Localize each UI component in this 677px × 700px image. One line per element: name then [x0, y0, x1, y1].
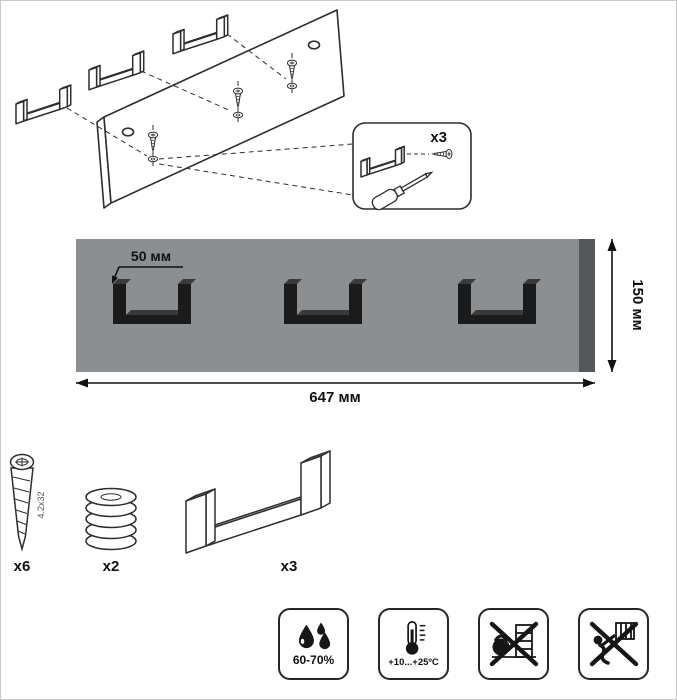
temperature-label: +10...+25ºC — [388, 657, 439, 668]
exploded-assembly-view: x3 — [15, 9, 472, 211]
screw-size-label: 4.2x32 — [36, 491, 46, 518]
washer-stack-icon — [85, 487, 137, 551]
no-heavy-load-box — [478, 608, 549, 680]
dim-height: 150 мм — [607, 239, 646, 372]
washer-icon — [147, 155, 159, 163]
mounting-hook — [172, 14, 229, 55]
washer-count-label: x2 — [103, 558, 120, 575]
hook-count-label: x3 — [281, 558, 298, 575]
screw-part-icon — [9, 453, 35, 552]
water-drops-icon — [298, 621, 330, 649]
washer-icon — [286, 82, 298, 90]
hook-part-icon — [185, 450, 331, 554]
no-heavy-load-icon — [489, 621, 538, 667]
mounting-hook — [15, 84, 72, 125]
dim-width: 647 мм — [76, 378, 595, 406]
parts-list: 4.2x32 x6 x2 x3 — [9, 450, 331, 575]
screw-count-label: x6 — [14, 558, 31, 575]
no-climb-box — [578, 608, 649, 680]
callout-count-label: x3 — [430, 129, 447, 146]
thermometer-icon — [405, 621, 425, 655]
screwdriver-icon — [371, 171, 434, 211]
front-dimension-view: 50 мм 647 мм 150 мм — [76, 239, 646, 406]
temperature-box: +10...+25ºC — [378, 608, 449, 680]
width-label: 647 мм — [309, 389, 360, 406]
dim-hook-depth: 50 мм — [112, 248, 183, 284]
humidity-box: 60-70% — [278, 608, 349, 680]
hook-depth-label: 50 мм — [131, 248, 171, 264]
wall-panel — [96, 9, 345, 209]
washer-icon — [232, 111, 244, 119]
mounting-hook — [88, 50, 145, 91]
panel-edge — [579, 239, 595, 372]
height-label: 150 мм — [629, 279, 646, 330]
hook-front-3 — [458, 279, 541, 324]
no-climb-icon — [589, 621, 638, 667]
hanging-hole — [121, 127, 135, 137]
hanging-hole — [307, 40, 321, 50]
hardware-callout: x3 — [352, 122, 472, 211]
hook-front-1 — [113, 279, 196, 324]
hook-front-2 — [284, 279, 367, 324]
care-icons-row: 60-70% +10...+25ºC — [278, 608, 649, 680]
humidity-label: 60-70% — [292, 652, 335, 667]
panel-face — [76, 239, 579, 372]
